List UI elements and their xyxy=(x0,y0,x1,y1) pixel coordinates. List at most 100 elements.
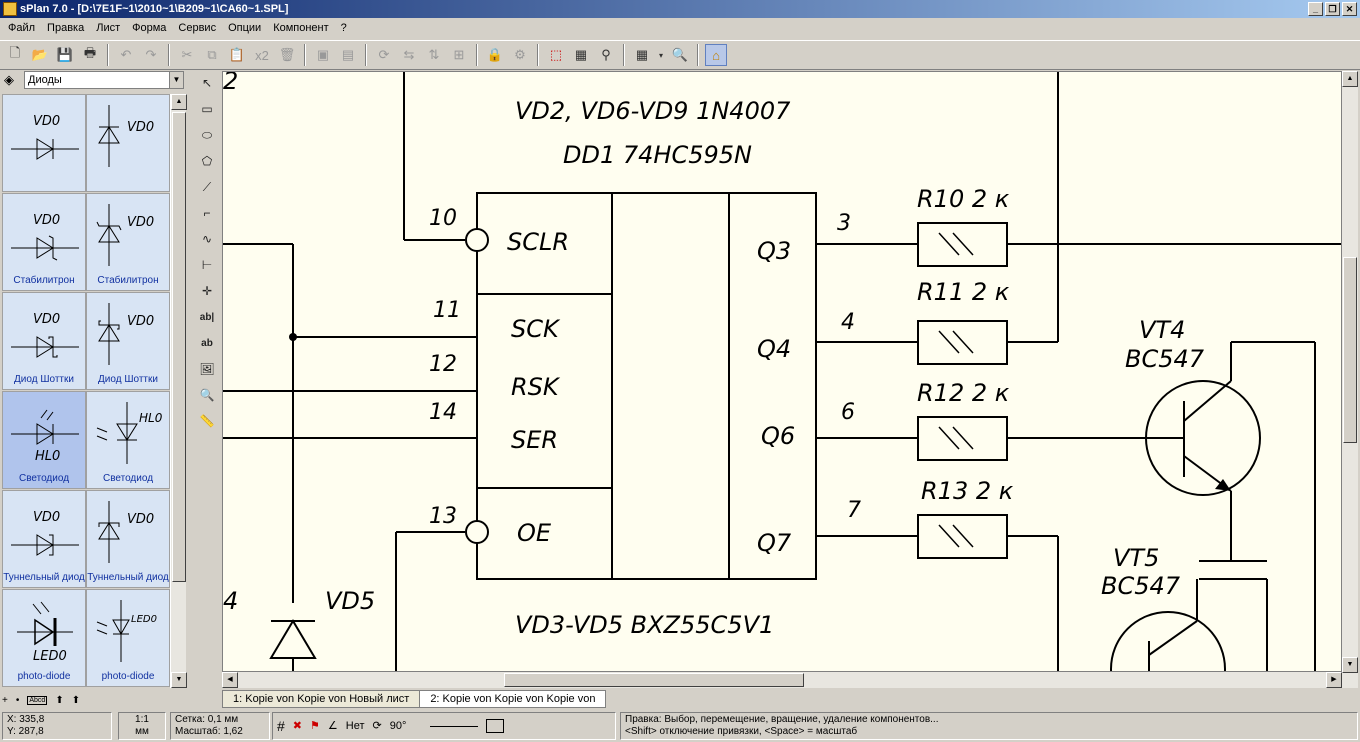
ungroup-icon[interactable]: ▤ xyxy=(341,47,355,62)
menu-component[interactable]: Компонент xyxy=(273,22,329,34)
unlock-icon[interactable]: ⚙ xyxy=(514,47,526,62)
find-binoculars-icon[interactable]: ⚲ xyxy=(601,47,611,62)
library-item-photo-diode[interactable]: LED0 photo-diode xyxy=(2,589,86,687)
library-item-schottky-vertical[interactable]: VD0 Диод Шоттки xyxy=(86,292,170,390)
tab-sheet-1[interactable]: 1: Kopie von Kopie von Новый лист xyxy=(222,690,421,708)
vt5-ref: VT5 xyxy=(1113,544,1159,572)
measure-icon[interactable]: 📏 xyxy=(199,414,215,428)
scroll-up-icon[interactable]: ▲ xyxy=(171,94,187,110)
delete-icon[interactable]: 🗑 xyxy=(278,47,296,62)
window-title: sPlan 7.0 - [D:\7E1F~1\2010~1\B209~1\CA6… xyxy=(20,3,289,15)
rotate-step-icon[interactable]: ⟳ xyxy=(372,720,382,732)
mirror-horizontal-icon[interactable]: ⇆ xyxy=(403,47,415,62)
empty-tool-slot[interactable] xyxy=(730,44,752,66)
mirror-vertical-icon[interactable]: ⇅ xyxy=(428,47,440,62)
close-button[interactable]: ✕ xyxy=(1342,2,1357,16)
menu-sheet[interactable]: Лист xyxy=(96,22,121,34)
zoom-tool-icon[interactable]: 🔍 xyxy=(199,388,215,402)
snap-marker-icon[interactable]: ⚑ xyxy=(310,720,320,732)
library-item-zener[interactable]: VD0 Стабилитрон xyxy=(2,193,86,291)
library-item-schottky[interactable]: VD0 Диод Шоттки xyxy=(2,292,86,390)
undo-icon[interactable]: ↶ xyxy=(120,47,132,62)
junction-point-icon[interactable]: ✛ xyxy=(201,284,213,298)
minimize-button[interactable]: _ xyxy=(1308,2,1323,16)
add-icon[interactable]: + xyxy=(2,694,8,706)
library-item-zener-vertical[interactable]: VD0 Стабилитрон xyxy=(86,193,170,291)
grid-icon[interactable]: ▦ xyxy=(635,47,649,62)
canvas-vertical-scrollbar[interactable]: ▲ ▼ xyxy=(1342,71,1358,688)
image-icon[interactable]: 🖼 xyxy=(199,362,215,376)
save-icon[interactable]: 💾 xyxy=(56,47,74,62)
grid-dropdown-icon[interactable]: ▾ xyxy=(658,50,663,60)
align-icon[interactable]: ⊞ xyxy=(453,47,465,62)
scroll-right-icon[interactable]: ▶ xyxy=(1326,672,1342,688)
drawing-canvas[interactable]: VD2, VD6-VD9 1N4007 DD1 74HC595N VD3-VD5… xyxy=(222,71,1342,672)
ellipse-icon[interactable]: ⬭ xyxy=(201,127,213,142)
menu-help[interactable]: ? xyxy=(340,22,347,34)
lock-icon[interactable]: 🔒 xyxy=(486,47,504,62)
library-scrollbar[interactable]: ▲ ▼ xyxy=(170,94,187,688)
parts-list-icon[interactable]: ▦ xyxy=(574,47,588,62)
polyline-icon[interactable]: ⟋ xyxy=(202,179,212,194)
bezier-icon[interactable]: ∿ xyxy=(201,232,213,246)
select-arrow-icon[interactable]: ↖ xyxy=(201,76,213,90)
angle-mode[interactable]: Нет xyxy=(345,720,365,732)
group-icon[interactable]: ▣ xyxy=(316,47,330,62)
scroll-left-icon[interactable]: ◀ xyxy=(222,672,238,688)
move-up-icon[interactable]: ⬆ xyxy=(55,694,64,706)
library-item-photo-diode-vertical[interactable]: LED0 photo-diode xyxy=(86,589,170,687)
scroll-up-icon[interactable]: ▲ xyxy=(1342,71,1358,87)
menu-options[interactable]: Опции xyxy=(228,22,262,34)
menu-edit[interactable]: Правка xyxy=(47,22,85,34)
text-icon[interactable]: ab| xyxy=(199,311,215,323)
copy-icon[interactable]: ⧉ xyxy=(207,47,217,62)
rename-icon[interactable]: Abcd xyxy=(27,695,48,705)
line-icon[interactable]: ⌐ xyxy=(203,206,211,220)
zoom-icon[interactable]: 🔍 xyxy=(671,47,689,62)
paste-icon[interactable]: 📋 xyxy=(228,47,246,62)
library-item-led[interactable]: HL0 Светодиод xyxy=(2,391,86,489)
angle-icon[interactable]: ∠ xyxy=(327,720,338,732)
open-folder-icon[interactable]: 📂 xyxy=(31,47,49,62)
library-item-diode-vertical[interactable]: VD0 xyxy=(86,94,170,192)
remove-icon[interactable]: • xyxy=(15,694,20,706)
library-selector-row: ◈ Диоды ▼ xyxy=(2,71,186,89)
cut-icon[interactable]: ✂ xyxy=(181,47,193,62)
library-select[interactable]: Диоды ▼ xyxy=(24,71,184,89)
text-frame-icon[interactable]: ab xyxy=(201,337,213,349)
restore-button[interactable]: ❐ xyxy=(1325,2,1340,16)
print-icon[interactable]: 🖶 xyxy=(83,45,97,60)
dimension-icon[interactable]: ⊢ xyxy=(201,258,213,272)
rotate-icon[interactable]: ⟳ xyxy=(378,47,390,62)
fill-style-preview[interactable] xyxy=(486,719,505,733)
library-item-label: Стабилитрон xyxy=(97,275,159,286)
snap-to-grid-icon[interactable]: ⌂ xyxy=(705,44,727,66)
grid-toggle-icon[interactable]: # xyxy=(277,718,285,734)
rectangle-icon[interactable]: ▭ xyxy=(201,102,213,116)
move-down-icon[interactable]: ⬆ xyxy=(71,694,81,706)
polygon-icon[interactable]: ⬠ xyxy=(201,154,213,168)
canvas-horizontal-scrollbar[interactable]: ◀ ▶ xyxy=(222,672,1342,688)
page-frame-icon[interactable]: ⬚ xyxy=(549,47,563,62)
snap-off-icon[interactable]: ✖ xyxy=(292,720,303,732)
library-item-tunnel-vertical[interactable]: VD0 Туннельный диод xyxy=(86,490,170,588)
tab-sheet-2[interactable]: 2: Kopie von Kopie von Kopie von xyxy=(419,690,607,708)
library-scroll-thumb[interactable] xyxy=(172,112,186,582)
duplicate-button[interactable]: x2 xyxy=(255,47,269,63)
scroll-down-icon[interactable]: ▼ xyxy=(171,672,187,688)
menu-file[interactable]: Файл xyxy=(8,22,36,34)
library-item-diode[interactable]: VD0 xyxy=(2,94,86,192)
vertical-scroll-thumb[interactable] xyxy=(1343,257,1357,443)
library-item-led-vertical[interactable]: HL0 Светодиод xyxy=(86,391,170,489)
chevron-down-icon[interactable]: ▼ xyxy=(169,72,183,88)
note-zeners: VD3-VD5 BXZ55C5V1 xyxy=(515,611,774,639)
new-file-icon[interactable]: 🗋 xyxy=(9,45,21,60)
menu-form[interactable]: Форма xyxy=(132,22,167,34)
redo-icon[interactable]: ↷ xyxy=(145,47,157,62)
scroll-down-icon[interactable]: ▼ xyxy=(1342,657,1358,673)
line-style-preview[interactable] xyxy=(430,725,479,727)
rotation-step[interactable]: 90° xyxy=(389,720,407,732)
horizontal-scroll-thumb[interactable] xyxy=(504,673,804,687)
menu-service[interactable]: Сервис xyxy=(178,22,217,34)
library-item-tunnel[interactable]: VD0 Туннельный диод xyxy=(2,490,86,588)
